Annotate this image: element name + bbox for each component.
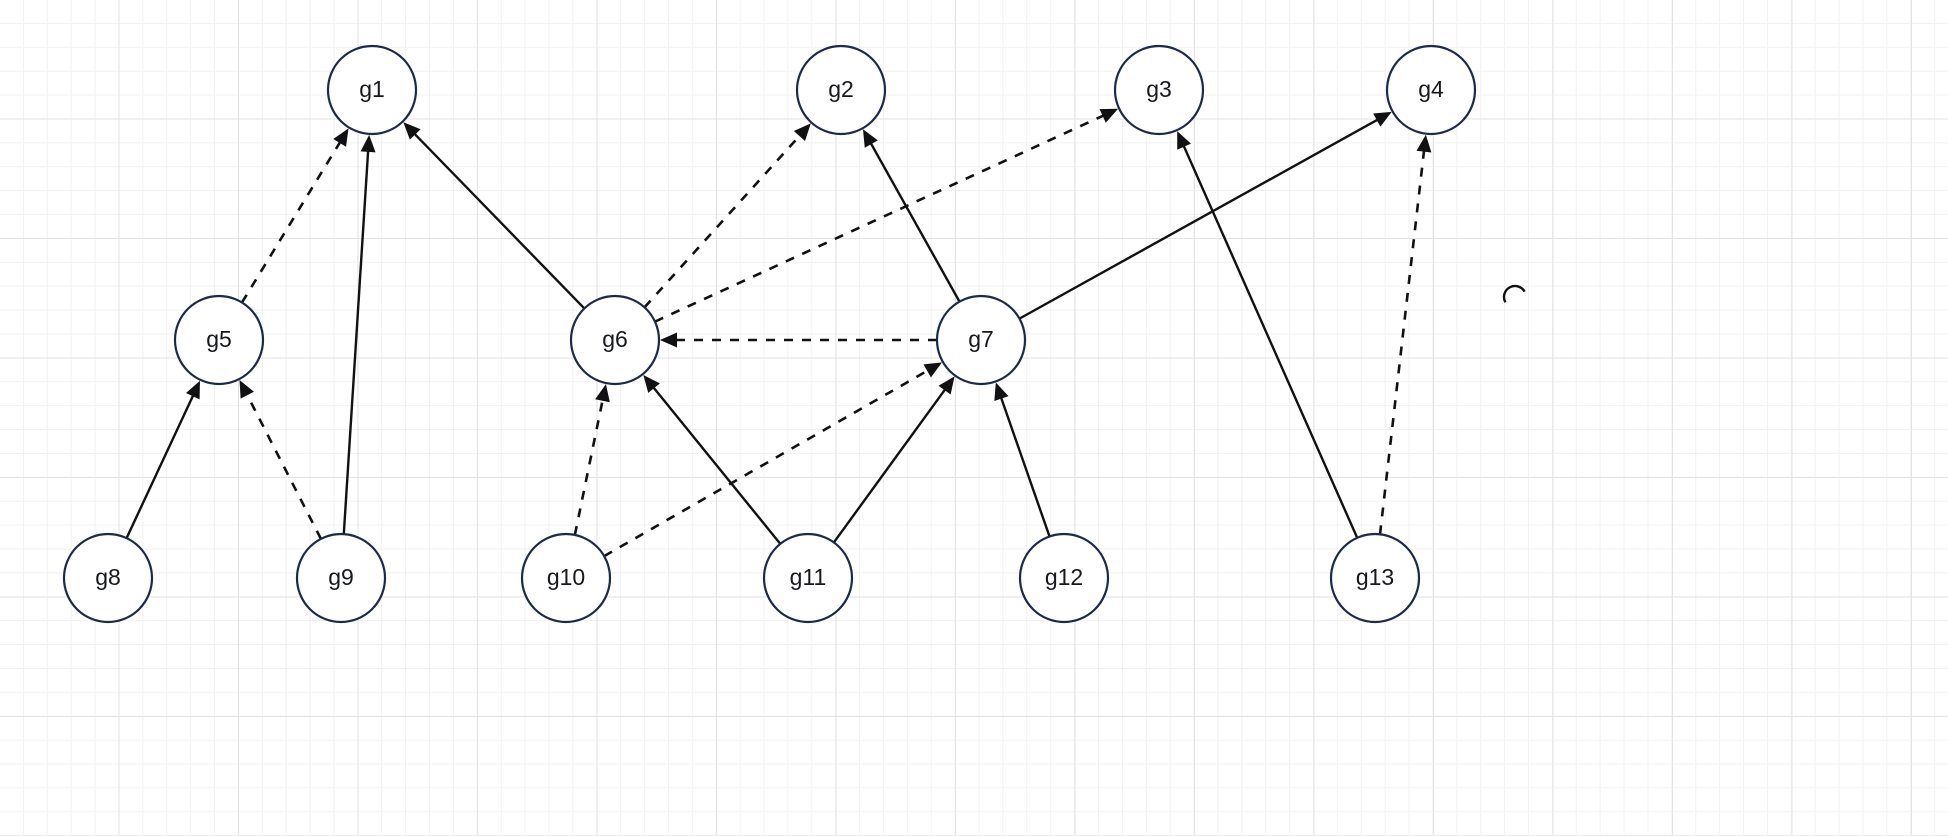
node-label-g2: g2 [828, 76, 854, 102]
edge-g7-to-g4 [1018, 118, 1380, 320]
arrowhead-g6-to-g2 [793, 123, 811, 142]
node-circle-g6[interactable] [569, 294, 661, 386]
arrowhead-g7-to-g2 [862, 129, 878, 148]
node-g4[interactable]: g4 [1385, 44, 1477, 136]
edges-layer [125, 113, 1426, 558]
node-circle-g4[interactable] [1385, 44, 1477, 136]
node-circle-g5[interactable] [173, 294, 265, 386]
edge-g8-to-g5 [125, 393, 195, 539]
node-circle-g8[interactable] [62, 532, 154, 624]
arrowhead-g5-to-g1 [333, 128, 349, 147]
node-circle-g7[interactable] [935, 294, 1027, 386]
nodes-layer: g1 g2 g3 g4 g5 g6 g7 g8 g9 g10 g11 g12 g13 [62, 44, 1477, 624]
arrowhead-g6-to-g3 [1099, 108, 1119, 123]
node-label-g9: g9 [328, 564, 354, 590]
arrowhead-g13-to-g3 [1177, 131, 1191, 150]
edge-g11-to-g7 [832, 387, 947, 544]
node-label-g12: g12 [1045, 564, 1083, 590]
edge-g11-to-g6 [651, 385, 782, 545]
arrowhead-g11-to-g6 [643, 374, 660, 393]
node-label-g11: g11 [790, 564, 827, 590]
arrowhead-g10-to-g7 [923, 362, 942, 378]
node-g10[interactable]: g10 [520, 532, 612, 624]
node-g2[interactable]: g2 [795, 44, 887, 136]
node-label-g7: g7 [968, 326, 994, 352]
node-circle-g11[interactable] [762, 532, 854, 624]
edge-g9-to-g1 [342, 149, 370, 535]
arrowhead-g10-to-g6 [595, 384, 610, 403]
node-circle-g2[interactable] [795, 44, 887, 136]
node-circle-g12[interactable] [1018, 532, 1110, 624]
node-label-g8: g8 [95, 564, 121, 590]
node-circle-g3[interactable] [1113, 44, 1205, 136]
node-label-g13: g13 [1356, 564, 1394, 590]
arrowhead-g7-to-g6 [660, 332, 677, 348]
arrowhead-g11-to-g7 [938, 376, 955, 395]
edge-g6-to-g2 [643, 133, 802, 309]
arrowhead-g8-to-g5 [185, 380, 200, 400]
edge-g10-to-g6 [573, 398, 605, 536]
edge-g12-to-g7 [999, 396, 1051, 537]
node-label-g4: g4 [1418, 76, 1444, 102]
node-label-g10: g10 [547, 564, 585, 590]
node-label-g5: g5 [206, 326, 232, 352]
node-label-g6: g6 [602, 326, 628, 352]
edge-g7-to-g2 [869, 141, 961, 303]
node-g9[interactable]: g9 [295, 532, 387, 624]
arrowheads-layer [185, 108, 1432, 403]
edge-g6-to-g1 [412, 132, 586, 310]
node-label-g1: g1 [359, 76, 385, 102]
edge-g13-to-g4 [1378, 149, 1426, 535]
edge-g5-to-g1 [240, 140, 342, 304]
node-g13[interactable]: g13 [1329, 532, 1421, 624]
edge-g6-to-g3 [654, 113, 1106, 323]
line-jumps-layer [1502, 284, 1526, 303]
node-g3[interactable]: g3 [1113, 44, 1205, 136]
node-g5[interactable]: g5 [173, 294, 265, 386]
arrowhead-g12-to-g7 [994, 382, 1009, 402]
edge-g9-to-g5 [245, 392, 323, 540]
node-label-g3: g3 [1146, 76, 1172, 102]
arrowhead-g9-to-g1 [360, 134, 376, 153]
arrowhead-g13-to-g4 [1416, 134, 1432, 153]
node-g8[interactable]: g8 [62, 532, 154, 624]
arrowhead-g9-to-g5 [239, 380, 254, 399]
node-circle-g1[interactable] [326, 44, 418, 136]
node-circle-g13[interactable] [1329, 532, 1421, 624]
edge-g10-to-g7 [603, 368, 930, 558]
arrowhead-g6-to-g1 [403, 122, 421, 140]
line-jump-1 [1502, 284, 1526, 303]
arrowhead-g7-to-g4 [1373, 111, 1392, 127]
node-g7[interactable]: g7 [935, 294, 1027, 386]
edge-g13-to-g3 [1182, 144, 1359, 539]
node-circle-g9[interactable] [295, 532, 387, 624]
node-g11[interactable]: g11 [762, 532, 854, 624]
node-g12[interactable]: g12 [1018, 532, 1110, 624]
node-circle-g10[interactable] [520, 532, 612, 624]
node-g6[interactable]: g6 [569, 294, 661, 386]
node-g1[interactable]: g1 [326, 44, 418, 136]
